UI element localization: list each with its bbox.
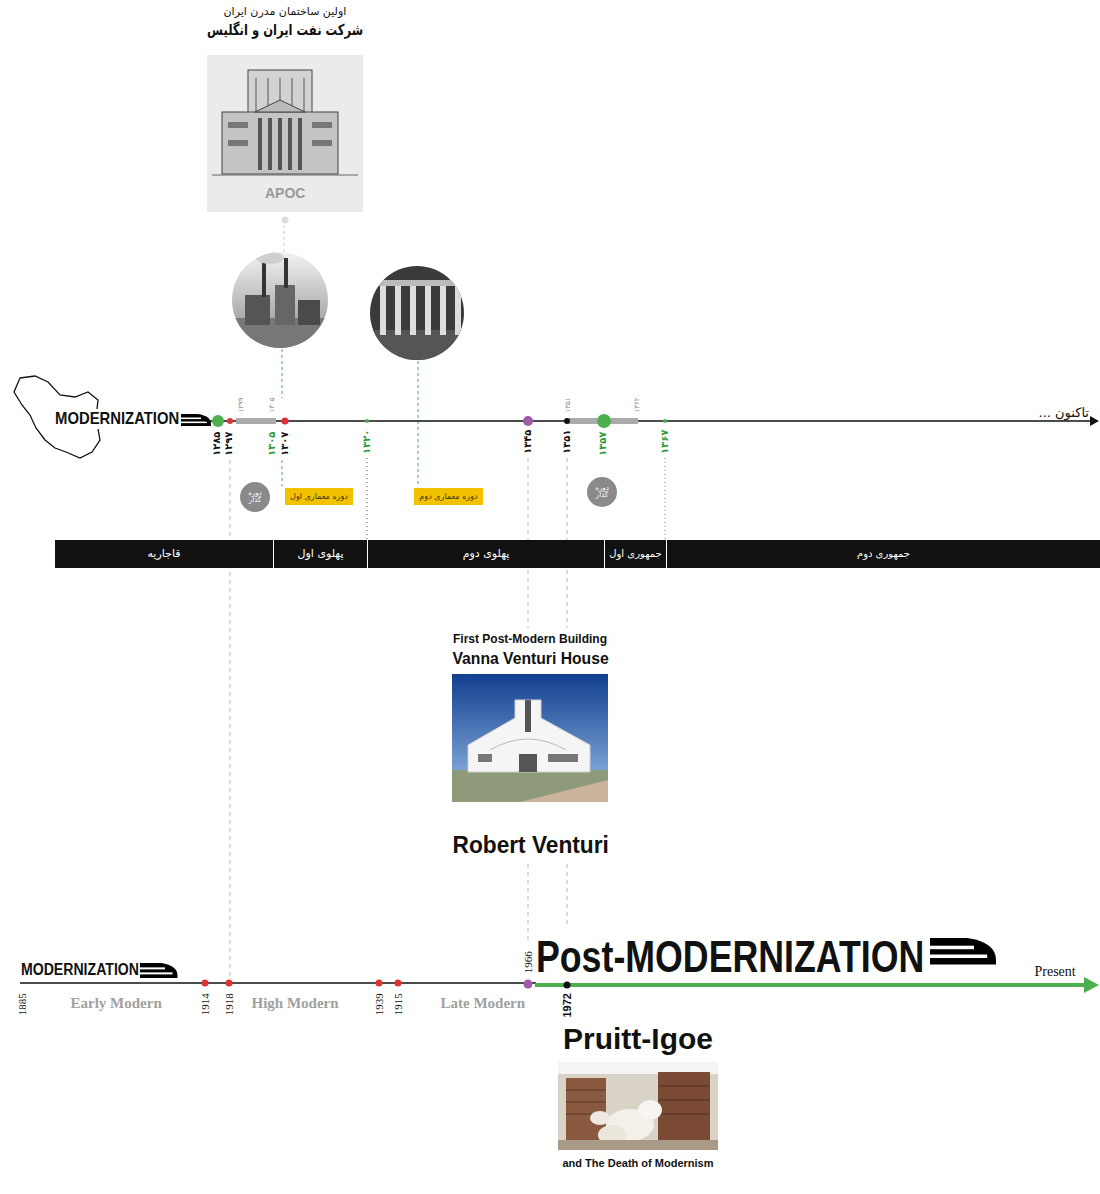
year-label: ۱۳۶۲ bbox=[632, 398, 640, 413]
present-label: Present bbox=[1035, 964, 1076, 980]
timeline-title: MODERNIZATION bbox=[21, 961, 139, 979]
node-text: اولین ساختمان مدرن ایران bbox=[224, 6, 347, 19]
building-card: Pruitt-Igoe and The Death of Modernism bbox=[553, 1020, 723, 1178]
year-label: ۱۳۵۷ bbox=[597, 432, 609, 456]
year-label: ۱۳۶۷ bbox=[659, 430, 671, 454]
pruitt-igoe-picture bbox=[558, 1062, 718, 1150]
node-text: جمهوری اول bbox=[609, 548, 661, 560]
node-text: دوره گذار bbox=[243, 490, 267, 505]
period-label: High Modern bbox=[252, 995, 339, 1012]
node-text: جمهوری دوم bbox=[857, 548, 910, 560]
year-label: 1915 bbox=[392, 993, 405, 1015]
transition-circle: دوره گذار bbox=[587, 477, 617, 507]
era-band: پهلوی اول bbox=[273, 540, 367, 568]
node-text: پهلوی اول bbox=[298, 548, 344, 561]
year-label: ۱۲۸۵ bbox=[211, 432, 223, 456]
apoc-picture bbox=[207, 55, 363, 212]
node-text: APOC bbox=[265, 185, 305, 201]
node-text: Vanna Venturi House bbox=[452, 650, 608, 668]
year-label: 1914 bbox=[199, 993, 212, 1015]
node-text: شرکت نفت ایران و انگلیس bbox=[207, 22, 363, 39]
node-text: قاجاریه bbox=[147, 548, 180, 561]
year-label: ۱۳۲۰ bbox=[361, 430, 373, 454]
apoc-card: اولین ساختمان مدرن ایران شرکت نفت ایران و… bbox=[205, 4, 365, 216]
node-text: First Post-Modern Building bbox=[453, 633, 607, 647]
year-label: ۱۳۵۱ bbox=[563, 398, 571, 413]
year-label: 1918 bbox=[223, 993, 236, 1015]
timeline-title: MODERNIZATION bbox=[55, 409, 179, 429]
node-text: Robert Venturi bbox=[452, 831, 608, 859]
present-label: ... تاکنون bbox=[1039, 406, 1090, 421]
vanna-venturi-picture bbox=[452, 674, 608, 802]
building-card: First Post-Modern BuildingVanna Venturi … bbox=[440, 632, 620, 864]
year-label: ۱۳۴۵ bbox=[522, 430, 534, 454]
node-text: Pruitt-Igoe bbox=[563, 1022, 713, 1057]
period-label: Late Modern bbox=[441, 995, 526, 1012]
node-text: and The Death of Modernism bbox=[563, 1157, 714, 1170]
year-label: 1939 bbox=[373, 993, 386, 1015]
era-band: پهلوی دوم bbox=[367, 540, 604, 568]
period-label: Early Modern bbox=[71, 995, 162, 1012]
era-title: Post-MODERNIZATION bbox=[536, 935, 924, 979]
period-tag: دوره معماری اول bbox=[285, 488, 353, 505]
year-label: ۱۲۹۹ bbox=[236, 398, 244, 413]
era-band: قاجاریه bbox=[55, 540, 273, 568]
year-label: ۱۳۰۵ bbox=[266, 432, 278, 456]
year-label: ۱۲۹۷ bbox=[223, 432, 235, 456]
era-band: جمهوری دوم bbox=[666, 540, 1100, 568]
year-label: ۱۳۰۷ bbox=[279, 432, 291, 456]
transition-circle: دوره گذار bbox=[240, 482, 270, 512]
year-label: ۱۳۵۱ bbox=[561, 430, 573, 454]
columns-photo bbox=[370, 266, 466, 360]
year-label: 1885 bbox=[16, 993, 29, 1015]
factory-photo bbox=[232, 252, 328, 350]
node-text: دوره معماری اول bbox=[290, 492, 348, 501]
node-text: پهلوی دوم bbox=[463, 548, 510, 561]
era-band: جمهوری اول bbox=[604, 540, 666, 568]
node-text: دوره معماری دوم bbox=[419, 492, 477, 501]
year-label: ۱۳۰۵ bbox=[267, 398, 275, 413]
year-label: 1972 bbox=[561, 993, 574, 1017]
year-label: 1966 bbox=[522, 951, 535, 973]
node-text: دوره گذار bbox=[590, 485, 614, 500]
period-tag: دوره معماری دوم bbox=[414, 488, 483, 505]
